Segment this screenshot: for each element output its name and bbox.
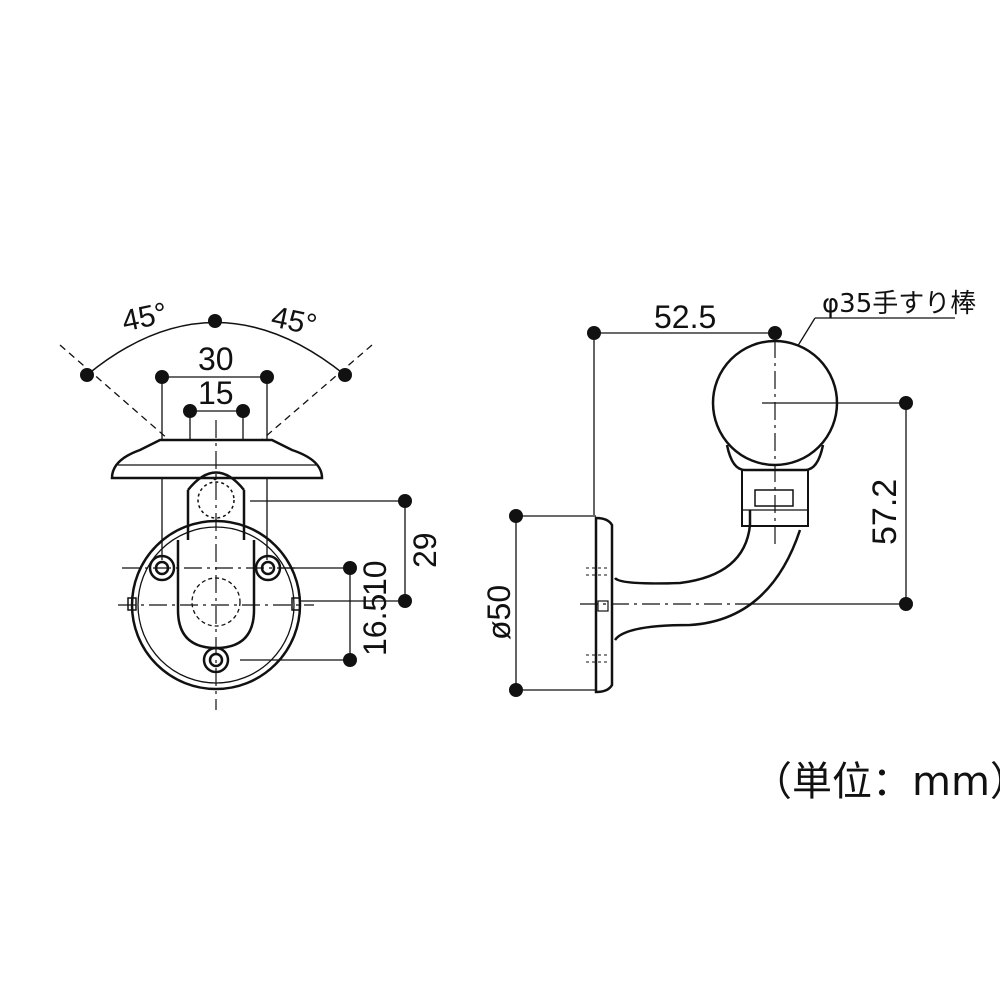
front-center-lines (118, 420, 314, 710)
front-labels: 45° 45° 30 15 29 10 16.5 (119, 297, 443, 656)
front-view: 45° 45° 30 15 29 10 16.5 (59, 297, 443, 710)
rail-saddle (110, 438, 324, 480)
angle-arc-dot-left (80, 368, 94, 382)
width-inner-label: 15 (198, 375, 234, 411)
unit-label: （単位：mm） (752, 759, 1000, 805)
dimension-52-5 (587, 326, 782, 515)
base-diameter-label: ø50 (481, 585, 517, 640)
height-label: 57.2 (866, 479, 904, 545)
height-arm-label: 29 (407, 532, 443, 568)
angle-arc-dot-right (338, 368, 352, 382)
side-base-plate (594, 516, 614, 694)
side-curved-arm (613, 524, 802, 641)
angle-right-label: 45° (268, 301, 319, 343)
angle-arc-dot-center (208, 314, 222, 328)
width-outer-label: 30 (198, 341, 234, 377)
offset-lower-label: 16.5 (357, 594, 393, 656)
dimension-base-diameter (509, 509, 596, 697)
side-labels: 52.5 φ35手すり棒 57.2 ø50 (481, 289, 976, 640)
projection-label: 52.5 (654, 299, 716, 335)
side-view: 52.5 φ35手すり棒 57.2 ø50 (481, 289, 976, 697)
dimension-57-2 (740, 396, 913, 611)
offset-upper-label: 10 (357, 560, 393, 596)
rail-label: φ35手すり棒 (822, 289, 976, 319)
side-center-lines (580, 340, 776, 605)
dimension-vertical-right (240, 494, 412, 667)
